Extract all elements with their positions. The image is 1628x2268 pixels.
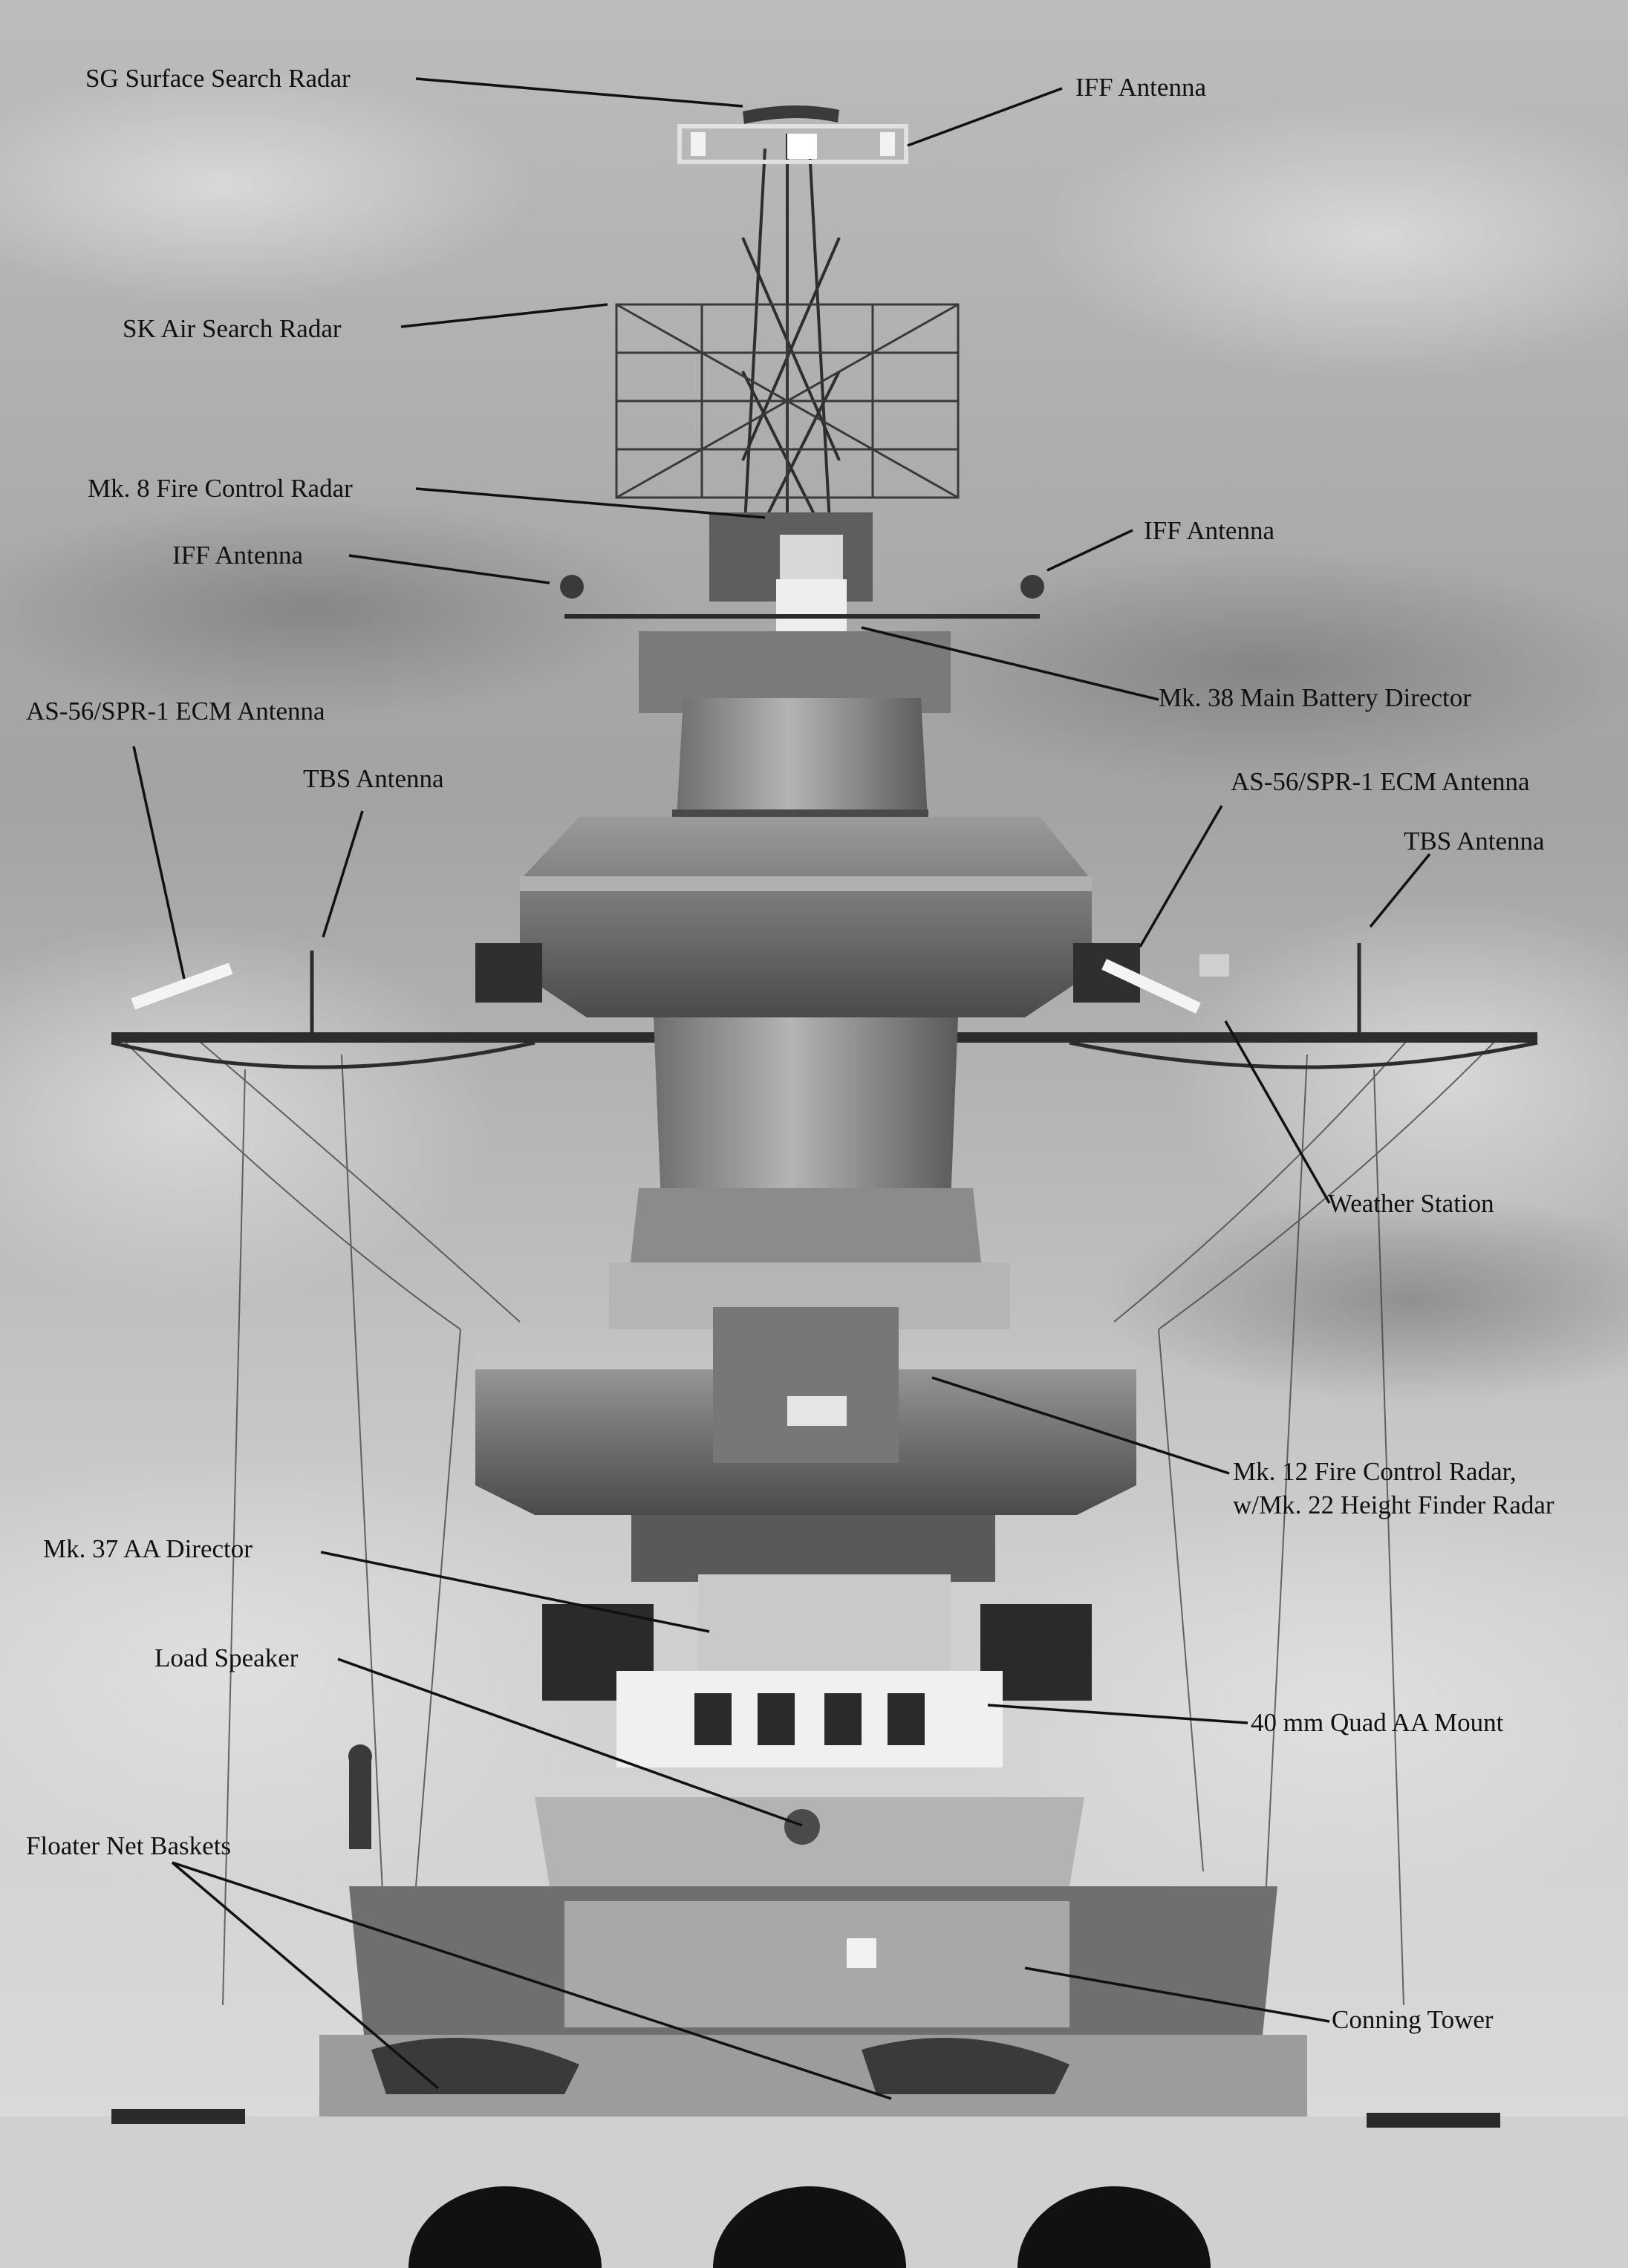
sk-radar-antenna [615, 303, 960, 499]
callout-conning-tower: Conning Tower [1332, 2005, 1494, 2034]
mk37-director-deck [542, 1515, 1092, 1767]
mk8-radar-housing [560, 512, 1044, 631]
callout-sk-radar: SK Air Search Radar [123, 314, 342, 343]
callout-mk37-director: Mk. 37 AA Director [43, 1534, 253, 1563]
mid-tower [609, 1017, 1010, 1329]
callout-quad-40mm: 40 mm Quad AA Mount [1251, 1708, 1504, 1737]
callout-ecm-left: AS-56/SPR-1 ECM Antenna [26, 697, 325, 726]
main-deck [0, 2035, 1628, 2268]
callout-mk38-director: Mk. 38 Main Battery Director [1159, 683, 1471, 712]
leader-lines [132, 77, 1431, 2100]
callout-iff-top: IFF Antenna [1075, 73, 1206, 102]
callout-iff-right: IFF Antenna [1144, 516, 1274, 545]
rigging-wires [118, 1035, 1501, 2006]
callout-tbs-left: TBS Antenna [303, 764, 444, 793]
upper-platform [475, 817, 1140, 1017]
callout-ecm-right: AS-56/SPR-1 ECM Antenna [1231, 767, 1530, 796]
callout-mk12-radar: Mk. 12 Fire Control Radar, w/Mk. 22 Heig… [1233, 1457, 1554, 1519]
mk38-director-tower [639, 631, 951, 832]
mk12-platform [475, 1307, 1136, 1515]
callout-tbs-right: TBS Antenna [1404, 827, 1545, 856]
clouds [0, 67, 1628, 1916]
callout-iff-left: IFF Antenna [172, 541, 303, 570]
callout-floater-net: Floater Net Baskets [26, 1831, 232, 1860]
callout-mk8-radar: Mk. 8 Fire Control Radar [88, 474, 353, 503]
callout-weather-station: Weather Station [1328, 1189, 1494, 1218]
conning-tower-block [349, 1886, 1277, 2035]
callout-sg-radar: SG Surface Search Radar [85, 64, 351, 93]
callout-load-speaker: Load Speaker [154, 1643, 299, 1672]
speaker-platform [348, 1744, 1084, 1886]
sg-radar-antenna [677, 105, 908, 164]
